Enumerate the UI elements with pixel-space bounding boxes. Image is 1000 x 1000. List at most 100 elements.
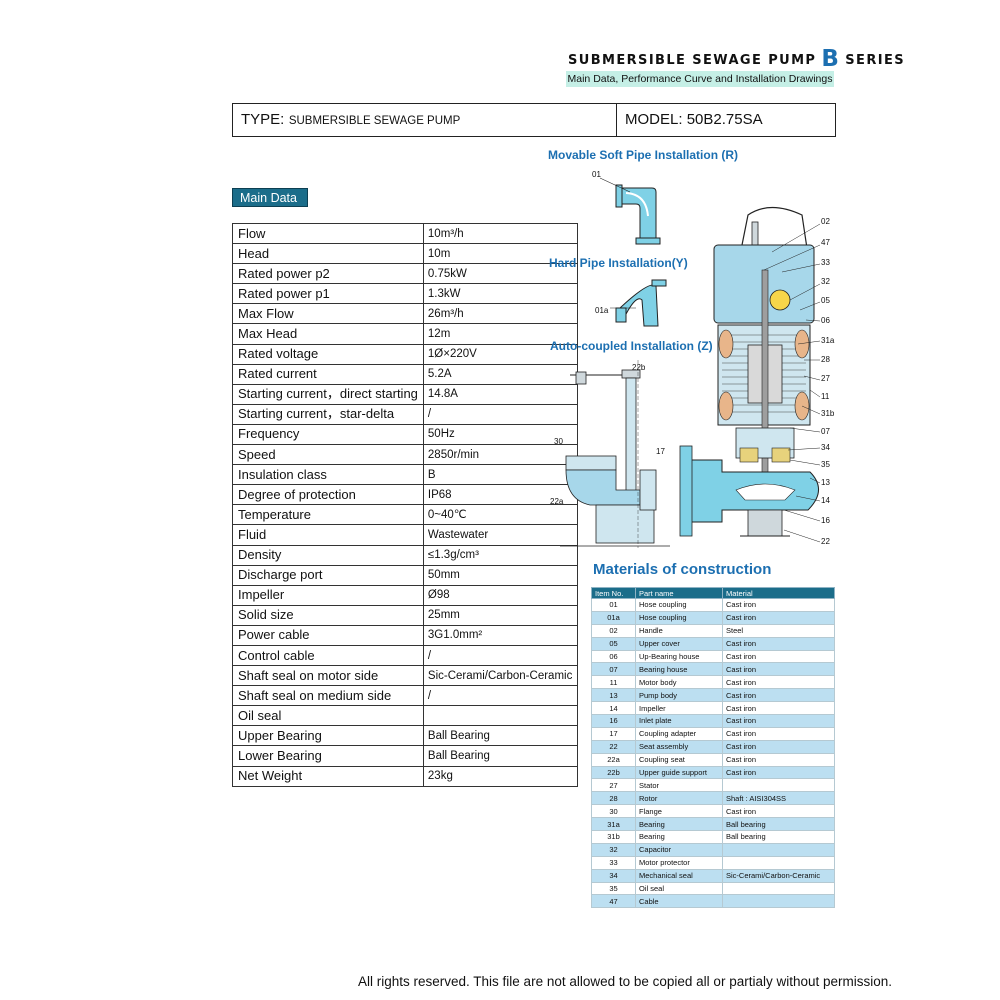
material-part-name: Rotor [635, 791, 723, 806]
spec-key: Lower Bearing [232, 745, 424, 767]
spec-key: Discharge port [232, 564, 424, 586]
spec-key: Fluid [232, 524, 424, 546]
spec-value: Ball Bearing [422, 725, 579, 747]
material-item-no: 11 [591, 675, 636, 690]
material-part-name: Cable [635, 894, 723, 909]
callout-33: 33 [821, 258, 830, 267]
callout-35: 35 [821, 460, 830, 469]
materials-header-item-no: Item No. [591, 587, 636, 599]
spec-key: Flow [232, 222, 424, 245]
material-part-name: Bearing house [635, 662, 723, 677]
material-part-name: Motor body [635, 675, 723, 690]
main-data-badge: Main Data [232, 188, 308, 207]
spec-row: Shaft seal on medium side/ [232, 685, 579, 707]
material-item-no: 16 [591, 714, 636, 728]
material-item-no: 31b [591, 830, 636, 844]
material-part-name: Capacitor [635, 842, 723, 857]
callout-05: 05 [821, 296, 830, 305]
spec-key: Rated current [232, 363, 424, 385]
material-item-no: 31a [591, 817, 636, 832]
model-cell: MODEL: 50B2.75SA [617, 104, 835, 136]
type-value: SUBMERSIBLE SEWAGE PUMP [288, 115, 461, 127]
material-part-name: Motor protector [635, 855, 723, 870]
material-part-name: Mechanical seal [635, 868, 723, 883]
material-value: Cast iron [722, 739, 835, 754]
material-part-name: Inlet plate [635, 714, 723, 728]
installation-drawing: 01 01a 22b 30 17 22a [550, 170, 835, 548]
series-letter: B [821, 46, 841, 72]
material-item-no: 06 [591, 649, 636, 664]
type-model-box: TYPE: SUBMERSIBLE SEWAGE PUMP MODEL: 50B… [232, 103, 836, 137]
copyright-footer: All rights reserved. This file are not a… [358, 974, 893, 989]
spec-key: Power cable [232, 624, 424, 646]
spec-key: Speed [232, 444, 424, 466]
materials-header-row: Item No. Part name Material [591, 587, 835, 599]
spec-key: Shaft seal on medium side [232, 685, 424, 707]
material-item-no: 17 [591, 726, 636, 741]
material-item-no: 13 [591, 688, 636, 703]
material-value: Sic-Cerami/Carbon-Ceramic [722, 868, 835, 883]
type-label: TYPE: [241, 111, 285, 128]
material-item-no: 30 [591, 804, 636, 819]
materials-header-part-name: Part name [635, 587, 723, 599]
spec-key: Net Weight [232, 765, 424, 787]
material-value: Steel [722, 623, 835, 638]
spec-key: Frequency [232, 423, 424, 446]
material-value: Cast iron [722, 598, 835, 612]
material-part-name: Impeller [635, 701, 723, 716]
spec-key: Density [232, 544, 424, 566]
material-value: Ball bearing [722, 830, 835, 844]
spec-key: Starting current，star-delta [232, 403, 424, 425]
material-item-no: 28 [591, 791, 636, 806]
material-value: Cast iron [722, 636, 835, 651]
callout-31a: 31a [821, 336, 835, 345]
spec-value: Sic-Cerami/Carbon-Ceramic [422, 665, 579, 687]
callout-11: 11 [821, 392, 830, 401]
callout-27: 27 [821, 374, 830, 383]
spec-value: 25mm [422, 604, 579, 626]
spec-key: Impeller [232, 584, 424, 606]
callout-22: 22 [821, 537, 830, 546]
callout-47: 47 [821, 238, 830, 247]
spec-key: Temperature [232, 504, 424, 526]
series-subtitle: Main Data, Performance Curve and Install… [566, 71, 834, 87]
material-value: Shaft : AISI304SS [722, 791, 835, 806]
callout-22a: 22a [550, 497, 564, 506]
material-item-no: 22b [591, 765, 636, 780]
callout-28: 28 [821, 355, 830, 364]
callout-13: 13 [821, 478, 830, 487]
auto-coupled-assembly [560, 360, 670, 548]
material-part-name: Upper cover [635, 636, 723, 651]
material-item-no: 22 [591, 739, 636, 754]
material-value [722, 842, 835, 857]
spec-row: Oil seal [232, 705, 579, 727]
material-value: Cast iron [722, 675, 835, 690]
material-value: Cast iron [722, 649, 835, 664]
spec-value: 14.8A [422, 383, 579, 405]
pump-cross-section [679, 206, 819, 537]
callout-14: 14 [821, 496, 830, 505]
callout-34: 34 [821, 443, 830, 452]
spec-key: Rated power p1 [232, 283, 424, 305]
spec-key: Oil seal [232, 705, 424, 727]
material-part-name: Seat assembly [635, 739, 723, 754]
material-part-name: Hose coupling [635, 610, 723, 625]
